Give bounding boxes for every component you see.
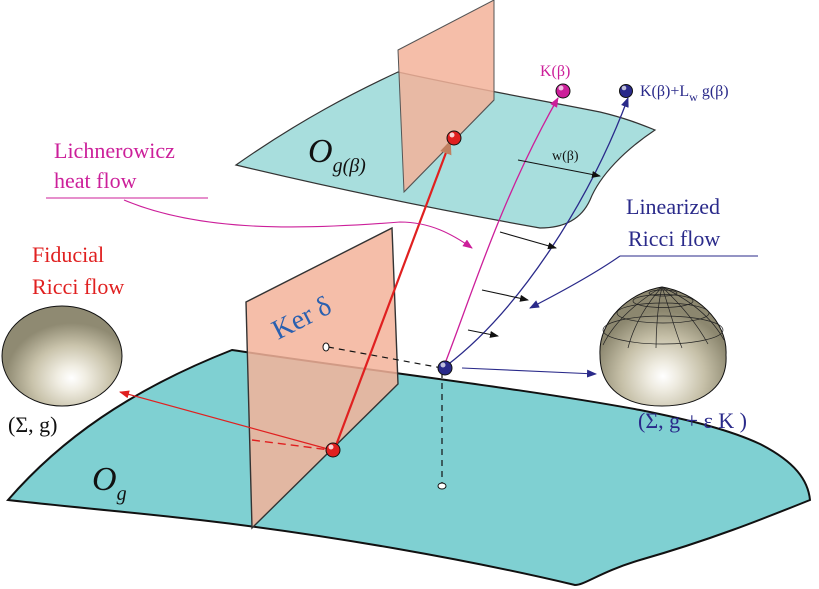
w-arrow-1 <box>517 159 601 178</box>
ker-delta-dashed-line <box>251 439 331 451</box>
linearized-label-1: Linearized <box>626 194 720 219</box>
orbit-bottom-sub: g <box>117 483 127 505</box>
w-arrow-2 <box>499 231 557 250</box>
lift-arrow <box>333 140 452 449</box>
orbit-top-label: Og(β) <box>308 133 366 177</box>
k-lie-point <box>619 84 633 98</box>
lichnerowicz-pointer <box>123 199 473 249</box>
orbit-bottom-main: O <box>92 461 117 498</box>
sphere-icon <box>1 305 123 407</box>
orbit-top-sub: g(β) <box>333 155 367 177</box>
w-arrow-4 <box>467 329 499 338</box>
fiducial-label-2: Ricci flow <box>32 274 124 299</box>
k-lie-suffix: g(β) <box>698 83 729 100</box>
orbit-top-main: O <box>308 133 333 170</box>
horizontal-dashed-line <box>327 346 443 369</box>
orbit-bottom-label: Og <box>92 461 127 505</box>
bottom-marker <box>437 482 447 490</box>
navy-point <box>437 360 453 376</box>
linearized-curve <box>445 97 629 367</box>
sigma-g-label: (Σ, g) <box>8 412 57 437</box>
w-beta-label: w(β) <box>552 149 579 164</box>
k-lie-prefix: K(β)+L <box>640 83 689 100</box>
fiducial-arrow <box>119 390 329 450</box>
fiducial-label-1: Fiducial <box>32 242 104 267</box>
linearized-pointer <box>529 255 621 309</box>
k-lie-sub: w <box>689 90 698 104</box>
k-beta-label: K(β) <box>540 63 570 80</box>
w-arrow-3 <box>481 289 529 302</box>
left-marker <box>322 342 330 352</box>
deform-arrow <box>461 367 597 378</box>
bottom-point <box>325 442 341 458</box>
linearized-label-2: Ricci flow <box>628 226 720 251</box>
lichnerowicz-label-1: Lichnerowicz <box>54 138 175 163</box>
sigma-g-eps-label: (Σ, g + ε K ) <box>638 408 747 433</box>
k-beta-point <box>555 83 571 99</box>
deformed-sphere-icon <box>599 286 727 407</box>
lichnerowicz-curve <box>443 97 559 367</box>
top-point <box>446 130 462 146</box>
ker-delta-plane <box>245 226 399 530</box>
lichnerowicz-label-2: heat flow <box>54 168 137 193</box>
k-lie-label: K(β)+Lw g(β) <box>640 83 729 104</box>
